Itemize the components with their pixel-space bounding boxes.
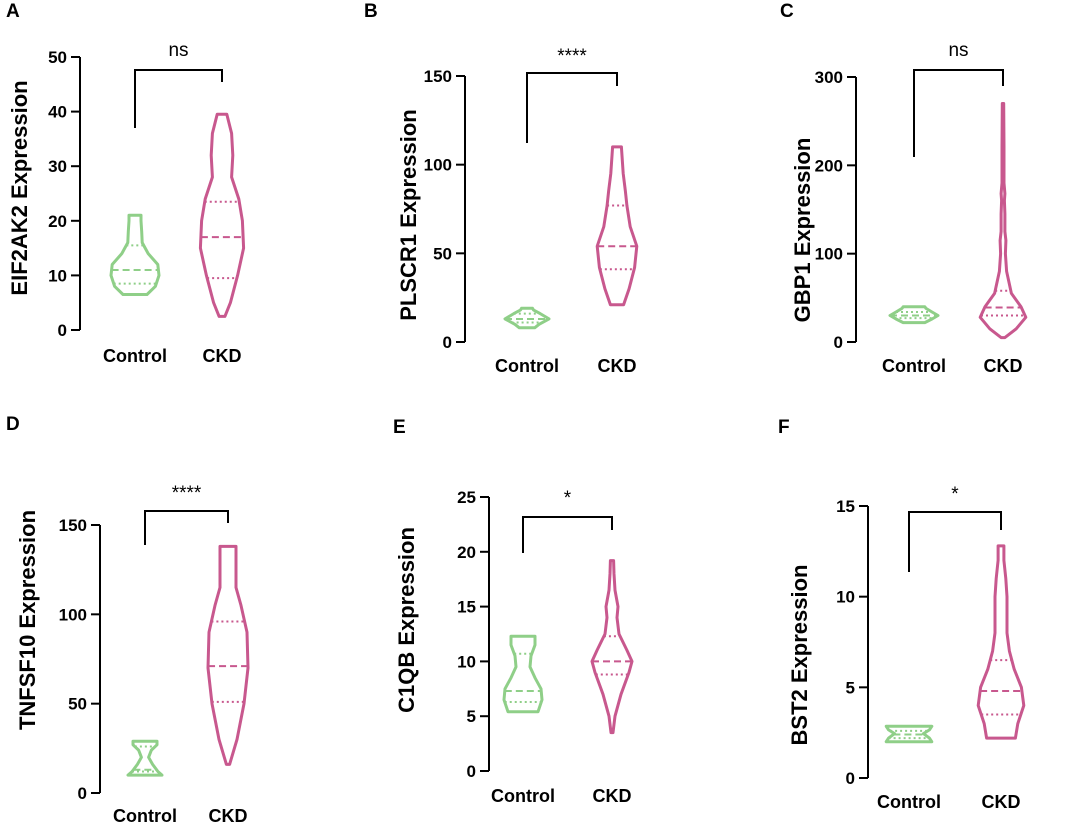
significance-label: *: [951, 484, 959, 505]
y-tick-label: 0: [846, 769, 855, 788]
y-tick-label: 50: [48, 48, 67, 67]
x-category-label: Control: [113, 806, 177, 826]
violin-ckd: [590, 559, 634, 735]
y-axis-title: C1QB Expression: [394, 527, 419, 713]
significance-bracket: [908, 511, 1002, 572]
x-category-label: CKD: [598, 356, 637, 376]
y-tick-label: 200: [815, 156, 843, 175]
y-tick-label: 0: [467, 762, 476, 781]
significance-label: ns: [168, 40, 188, 61]
x-category-label: CKD: [984, 356, 1023, 376]
y-tick-label: 0: [443, 333, 452, 352]
y-tick-label: 0: [58, 321, 67, 340]
y-axis-title: BST2 Expression: [787, 565, 812, 746]
y-tick-label: 100: [59, 605, 87, 624]
y-axis-title: PLSCR1 Expression: [396, 109, 421, 321]
y-tick-label: 100: [424, 156, 452, 175]
significance-bracket: [134, 69, 223, 128]
violin-ckd: [976, 544, 1026, 740]
y-tick-label: 15: [836, 497, 855, 516]
y-tick-label: 50: [433, 244, 452, 263]
y-tick-label: 30: [48, 157, 67, 176]
y-tick-label: 25: [457, 488, 476, 507]
y-tick-label: 20: [48, 212, 67, 231]
violin-ckd: [595, 145, 639, 307]
x-category-label: CKD: [593, 786, 632, 806]
x-category-label: Control: [495, 356, 559, 376]
y-axis-title: TNFSF10 Expression: [15, 510, 40, 730]
x-category-label: CKD: [203, 346, 242, 366]
y-tick-label: 150: [424, 67, 452, 86]
violin-ckd: [198, 112, 246, 318]
panel-letter: A: [6, 1, 20, 22]
panel-letter: C: [780, 1, 794, 22]
x-category-label: Control: [877, 792, 941, 812]
y-tick-label: 5: [467, 707, 476, 726]
y-tick-label: 150: [59, 516, 87, 535]
y-tick-label: 50: [68, 695, 87, 714]
significance-label: ****: [172, 483, 202, 504]
significance-bracket: [522, 516, 613, 553]
violin-ckd: [978, 102, 1028, 340]
significance-bracket: [526, 72, 618, 143]
significance-label: *: [564, 488, 572, 509]
y-axis-title: EIF2AK2 Expression: [7, 80, 32, 295]
y-tick-label: 0: [78, 784, 87, 803]
y-tick-label: 15: [457, 598, 476, 617]
y-tick-label: 10: [836, 588, 855, 607]
x-category-label: Control: [882, 356, 946, 376]
violin-control: [884, 724, 934, 744]
significance-label: ****: [557, 46, 587, 67]
y-tick-label: 20: [457, 543, 476, 562]
x-category-label: Control: [491, 786, 555, 806]
y-tick-label: 10: [48, 266, 67, 285]
y-tick-label: 40: [48, 103, 67, 122]
panel-letter: E: [393, 417, 406, 438]
y-axis-title: GBP1 Expression: [790, 138, 815, 323]
panel-letter: B: [364, 1, 378, 22]
x-category-label: CKD: [982, 792, 1021, 812]
significance-label: ns: [948, 40, 968, 61]
violin-ckd: [206, 544, 250, 766]
panel-letter: D: [6, 414, 20, 435]
violin-control: [503, 306, 551, 330]
y-tick-label: 300: [815, 68, 843, 87]
panel-letter: F: [778, 417, 790, 438]
significance-bracket: [144, 510, 229, 545]
x-category-label: Control: [103, 346, 167, 366]
x-category-label: CKD: [209, 806, 248, 826]
y-tick-label: 0: [834, 333, 843, 352]
violin-control: [502, 634, 544, 714]
y-tick-label: 10: [457, 652, 476, 671]
y-tick-label: 100: [815, 245, 843, 264]
significance-bracket: [913, 69, 1004, 157]
violin-control: [109, 213, 161, 296]
y-tick-label: 5: [846, 678, 855, 697]
